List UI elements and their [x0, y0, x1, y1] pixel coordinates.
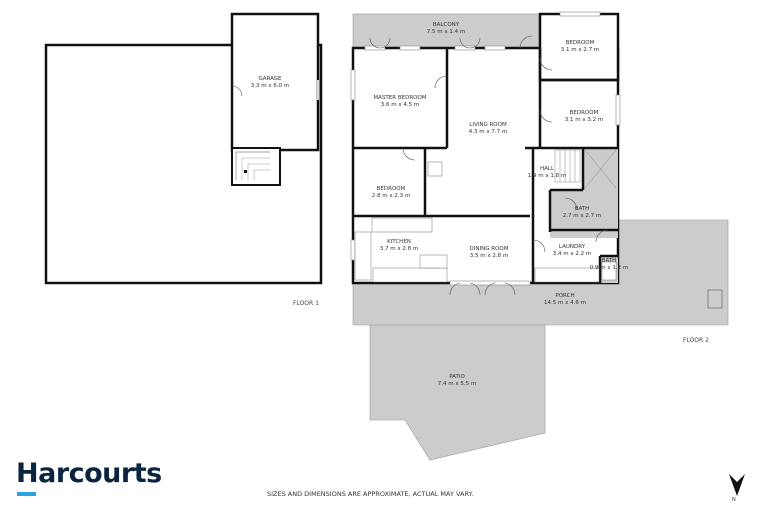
room-name: PORCH — [555, 293, 574, 299]
north-arrow-icon — [729, 474, 745, 496]
room-name: BEDROOM — [566, 40, 595, 46]
floor-1-plan: GARAGE 3.3 m x 6.0 m FLOOR 1 — [44, 12, 323, 307]
room-size: 3.7 m x 2.8 m — [380, 246, 418, 252]
floor-2-plan: BALCONY 7.5 m x 1.4 m BEDROOM 3.1 m x 2.… — [350, 11, 729, 461]
room-size: 2.7 m x 2.7 m — [563, 213, 601, 219]
room-name: PATIO — [449, 374, 465, 380]
room-size: 3.1 m x 2.7 m — [561, 47, 599, 53]
room-size: 3.5 m x 2.8 m — [470, 253, 508, 259]
floor-label: FLOOR 1 — [293, 300, 319, 307]
room-name: BATH — [575, 206, 590, 212]
room-size: 1.9 m x 1.8 m — [528, 173, 566, 179]
room-name: LAUNDRY — [559, 244, 586, 250]
bedroom-room — [538, 12, 620, 82]
logo-accent-bar — [17, 492, 36, 496]
room-name: HALL — [540, 166, 555, 172]
disclaimer-text: SIZES AND DIMENSIONS ARE APPROXIMATE, AC… — [267, 490, 474, 498]
harcourts-logo: Harcourts — [16, 458, 162, 489]
room-size: 3.4 m x 2.2 m — [553, 251, 591, 257]
north-label: N — [732, 497, 736, 503]
room-name: DINING ROOM — [470, 246, 509, 252]
garage-room — [230, 12, 320, 152]
room-size: 7.5 m x 1.4 m — [427, 29, 465, 35]
room-size: 14.5 m x 4.6 m — [544, 300, 586, 306]
floor-label: FLOOR 2 — [683, 337, 709, 344]
room-name: BEDROOM — [377, 186, 406, 192]
hall-stair — [554, 149, 617, 189]
room-size: 2.8 m x 2.3 m — [372, 193, 410, 199]
patio-area — [369, 324, 546, 461]
room-size: 4.3 m x 7.7 m — [469, 129, 507, 135]
room-name: BATH — [602, 258, 617, 264]
room-size: 0.9 m x 1.2 m — [590, 265, 628, 271]
room-name: MASTER BEDROOM — [373, 95, 426, 101]
room-name: LIVING ROOM — [469, 122, 507, 128]
floor-1-stair — [231, 147, 281, 186]
room-name: KITCHEN — [387, 239, 411, 245]
room-size: 7.4 m x 5.5 m — [438, 381, 476, 387]
room-name: GARAGE — [258, 76, 282, 82]
room-name: BEDROOM — [570, 110, 599, 116]
room-size: 3.1 m x 3.2 m — [565, 117, 603, 123]
room-size: 3.6 m x 4.5 m — [381, 102, 419, 108]
room-size: 3.3 m x 6.0 m — [251, 83, 289, 89]
room-name: BALCONY — [433, 22, 460, 28]
